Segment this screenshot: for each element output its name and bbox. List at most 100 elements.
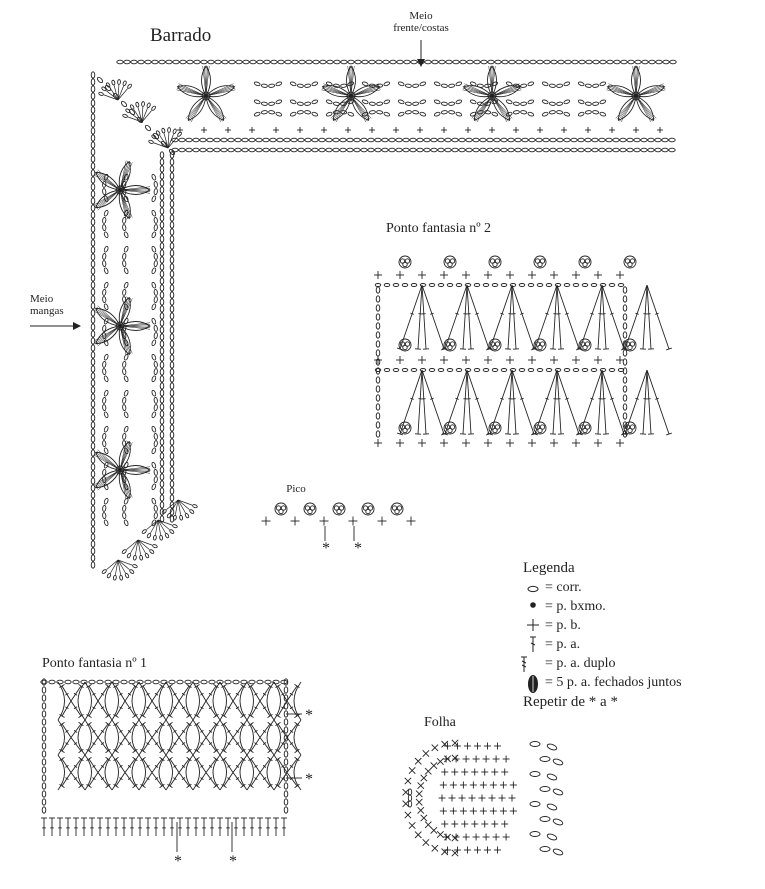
diamond-arc bbox=[246, 719, 254, 756]
diamond-arc bbox=[219, 681, 227, 721]
pf1-repeat-marker-bottom: * bbox=[305, 771, 313, 788]
ponto-fantasia-2-chart bbox=[374, 255, 672, 447]
diamond-arc bbox=[239, 754, 248, 791]
pico-repeat-marker-right: * bbox=[354, 540, 362, 557]
diamond-arc bbox=[84, 681, 92, 721]
dot-icon bbox=[530, 602, 536, 608]
diamond-arc bbox=[185, 719, 194, 756]
diamond-arc bbox=[239, 681, 248, 721]
diamond-arc bbox=[246, 754, 254, 791]
meio-mangas-label: Meio mangas bbox=[30, 293, 72, 317]
diamond-arc bbox=[138, 719, 146, 756]
diamond-arc bbox=[84, 754, 92, 791]
picot-cluster bbox=[533, 255, 547, 269]
picot-cluster bbox=[488, 338, 502, 352]
shell-fan bbox=[101, 559, 138, 581]
legend-item-5pa: = 5 p. a. fechados juntos bbox=[545, 675, 682, 690]
diamond-arc bbox=[246, 681, 254, 721]
stem-icon bbox=[530, 636, 536, 652]
shell-fan bbox=[98, 79, 132, 101]
cluster-oval-icon bbox=[528, 675, 538, 693]
diamond-arc bbox=[131, 754, 140, 791]
ponto-fantasia-2-title: Ponto fantasia nº 2 bbox=[386, 221, 492, 236]
diamond-arc bbox=[273, 754, 281, 791]
pf1-repeat-marker-left: * bbox=[174, 853, 182, 870]
diamond-arc bbox=[104, 681, 113, 721]
diamond-arc bbox=[165, 754, 173, 791]
picot-cluster bbox=[443, 255, 457, 269]
meio-frente-costas-label: Meio frente/costas bbox=[386, 10, 456, 34]
flower-motif bbox=[93, 440, 151, 500]
diamond-arc bbox=[212, 719, 221, 756]
diamond-arc bbox=[293, 681, 302, 721]
diamond-arc bbox=[266, 754, 275, 791]
diamond-arc bbox=[192, 681, 200, 721]
ponto-fantasia-1-title: Ponto fantasia nº 1 bbox=[42, 656, 148, 671]
diamond-arc bbox=[111, 681, 119, 721]
diamond-arc bbox=[192, 754, 200, 791]
diamond-arc bbox=[138, 754, 146, 791]
picot-cluster bbox=[578, 338, 592, 352]
flower-motif bbox=[462, 65, 522, 123]
picot-cluster bbox=[488, 421, 502, 435]
pico-repeat-marker-left: * bbox=[322, 540, 330, 557]
diamond-arc bbox=[84, 719, 92, 756]
shell-fan bbox=[121, 539, 158, 561]
folha-title: Folha bbox=[424, 715, 456, 730]
legend-item-corr: = corr. bbox=[545, 580, 582, 595]
double-stem-icon bbox=[521, 656, 527, 672]
picot-cluster bbox=[398, 421, 412, 435]
plus-icon bbox=[527, 619, 539, 631]
pico-cluster bbox=[303, 502, 317, 516]
diamond-arc bbox=[273, 719, 281, 756]
legend-item-pb: = p. b. bbox=[545, 618, 581, 633]
flower-motif bbox=[93, 296, 151, 356]
diamond-arc bbox=[77, 719, 86, 756]
diamond-arc bbox=[131, 719, 140, 756]
diamond-arc bbox=[131, 681, 140, 721]
repeat-markers: ****** bbox=[174, 540, 362, 870]
legend-title: Legenda bbox=[523, 560, 575, 576]
pico-cluster bbox=[390, 502, 404, 516]
pico-cluster bbox=[274, 502, 288, 516]
diamond-arc bbox=[111, 719, 119, 756]
pico-cluster bbox=[361, 502, 375, 516]
diamond-arc bbox=[111, 754, 119, 791]
picot-cluster bbox=[398, 338, 412, 352]
diamond-arc bbox=[158, 754, 167, 791]
meio-frente-costas-line1: Meio bbox=[409, 10, 433, 22]
diamond-arc bbox=[158, 681, 167, 721]
diamond-arc bbox=[158, 719, 167, 756]
diamond-arc bbox=[57, 754, 65, 791]
diamond-arc bbox=[165, 681, 173, 721]
diamond-arc bbox=[293, 754, 302, 791]
diamond-arc bbox=[185, 681, 194, 721]
picot-cluster bbox=[488, 255, 502, 269]
diamond-arc bbox=[212, 754, 221, 791]
picot-cluster bbox=[623, 255, 637, 269]
diamond-arc bbox=[192, 719, 200, 756]
diamond-arc bbox=[219, 719, 227, 756]
barrado-title: Barrado bbox=[150, 25, 212, 46]
picot-cluster bbox=[578, 421, 592, 435]
picot-cluster bbox=[443, 421, 457, 435]
diamond-arc bbox=[104, 754, 113, 791]
diamond-arc bbox=[266, 719, 275, 756]
flower-motif bbox=[321, 65, 381, 123]
ponto-fantasia-1-chart bbox=[40, 678, 302, 852]
pf1-repeat-marker-top: * bbox=[305, 707, 313, 724]
legend-item-pa: = p. a. bbox=[545, 637, 581, 652]
shell-fan bbox=[161, 499, 198, 521]
picot-cluster bbox=[398, 255, 412, 269]
legend-item-pbxmo: = p. bxmo. bbox=[545, 599, 606, 614]
flower-motif bbox=[93, 160, 151, 220]
flower-motif bbox=[606, 65, 666, 123]
diamond-arc bbox=[77, 681, 86, 721]
pico-cluster bbox=[332, 502, 346, 516]
meio-mangas-line2: mangas bbox=[30, 305, 64, 317]
diamond-arc bbox=[57, 719, 65, 756]
diamond-arc bbox=[138, 681, 146, 721]
diamond-arc bbox=[185, 754, 194, 791]
